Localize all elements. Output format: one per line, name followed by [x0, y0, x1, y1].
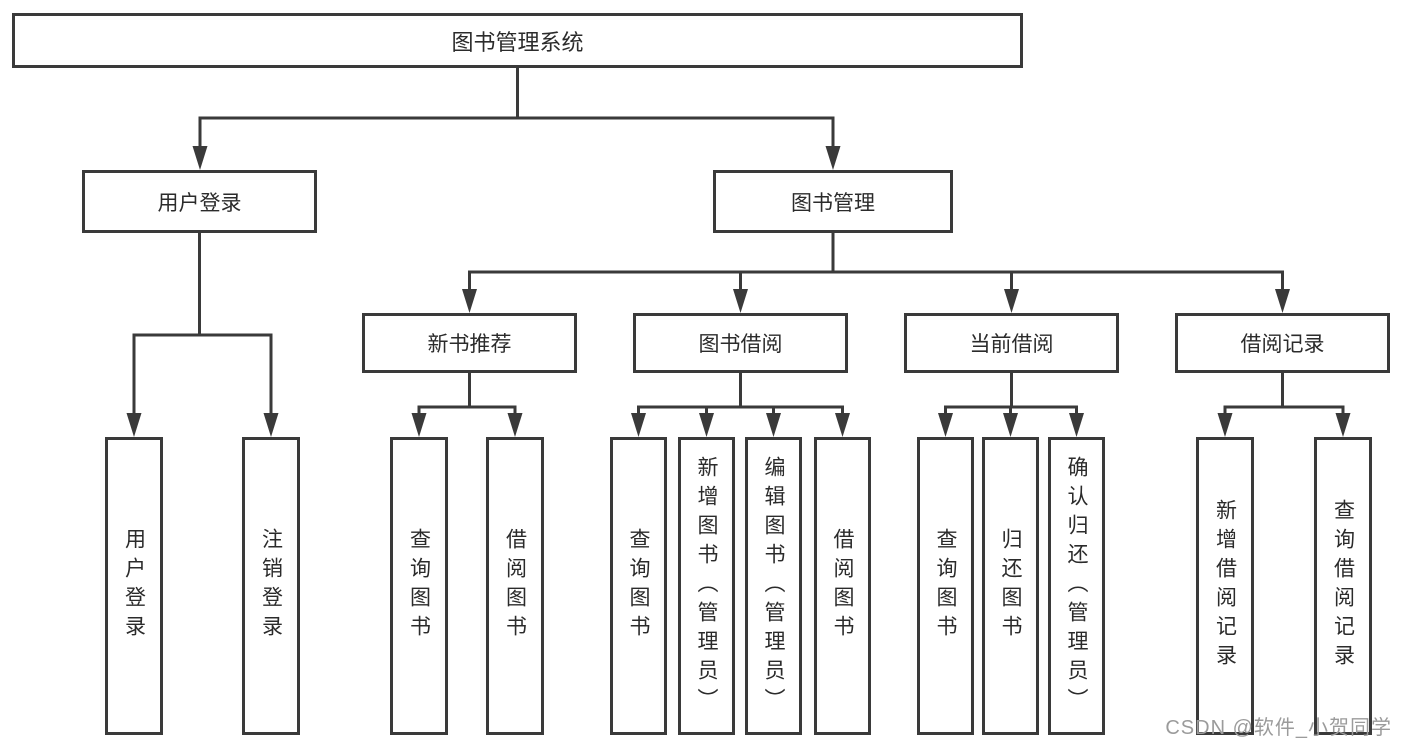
- leaf-current-query-book: 查询图书: [917, 437, 974, 735]
- node-user-login: 用户登录: [82, 170, 317, 233]
- leaf-borrow-borrow-book: 借阅图书: [814, 437, 871, 735]
- leaf-record-query-borrow-record: 查询借阅记录: [1314, 437, 1372, 735]
- connector-currentborrow-to-leaves: [938, 373, 1084, 437]
- connector-borrowrecord-to-leaves: [1217, 373, 1351, 437]
- connector-bookmgmt-to-level3: [462, 233, 1290, 313]
- node-book-borrow: 图书借阅: [633, 313, 848, 373]
- leaf-borrow-edit-book-admin: 编辑图书（管理员）: [745, 437, 802, 735]
- node-new-book-recommend: 新书推荐: [362, 313, 577, 373]
- node-library-management-system: 图书管理系统: [12, 13, 1023, 68]
- leaf-newbook-query-book: 查询图书: [390, 437, 448, 735]
- node-book-management: 图书管理: [713, 170, 953, 233]
- connector-root-to-level2: [192, 68, 841, 170]
- leaf-borrow-add-book-admin: 新增图书（管理员）: [678, 437, 735, 735]
- leaf-record-add-borrow-record: 新增借阅记录: [1196, 437, 1254, 735]
- connector-bookborrow-to-leaves: [631, 373, 850, 437]
- leaf-current-return-book: 归还图书: [982, 437, 1039, 735]
- node-current-borrow: 当前借阅: [904, 313, 1119, 373]
- node-borrow-record: 借阅记录: [1175, 313, 1390, 373]
- connector-newbook-to-leaves: [411, 373, 523, 437]
- leaf-logout: 注销登录: [242, 437, 300, 735]
- csdn-watermark: CSDN @软件_小贺同学: [1165, 717, 1392, 739]
- connector-userlogin-to-leaves: [126, 233, 279, 437]
- leaf-newbook-borrow-book: 借阅图书: [486, 437, 544, 735]
- leaf-current-confirm-return-admin: 确认归还（管理员）: [1048, 437, 1105, 735]
- leaf-borrow-query-book: 查询图书: [610, 437, 667, 735]
- leaf-user-login: 用户登录: [105, 437, 163, 735]
